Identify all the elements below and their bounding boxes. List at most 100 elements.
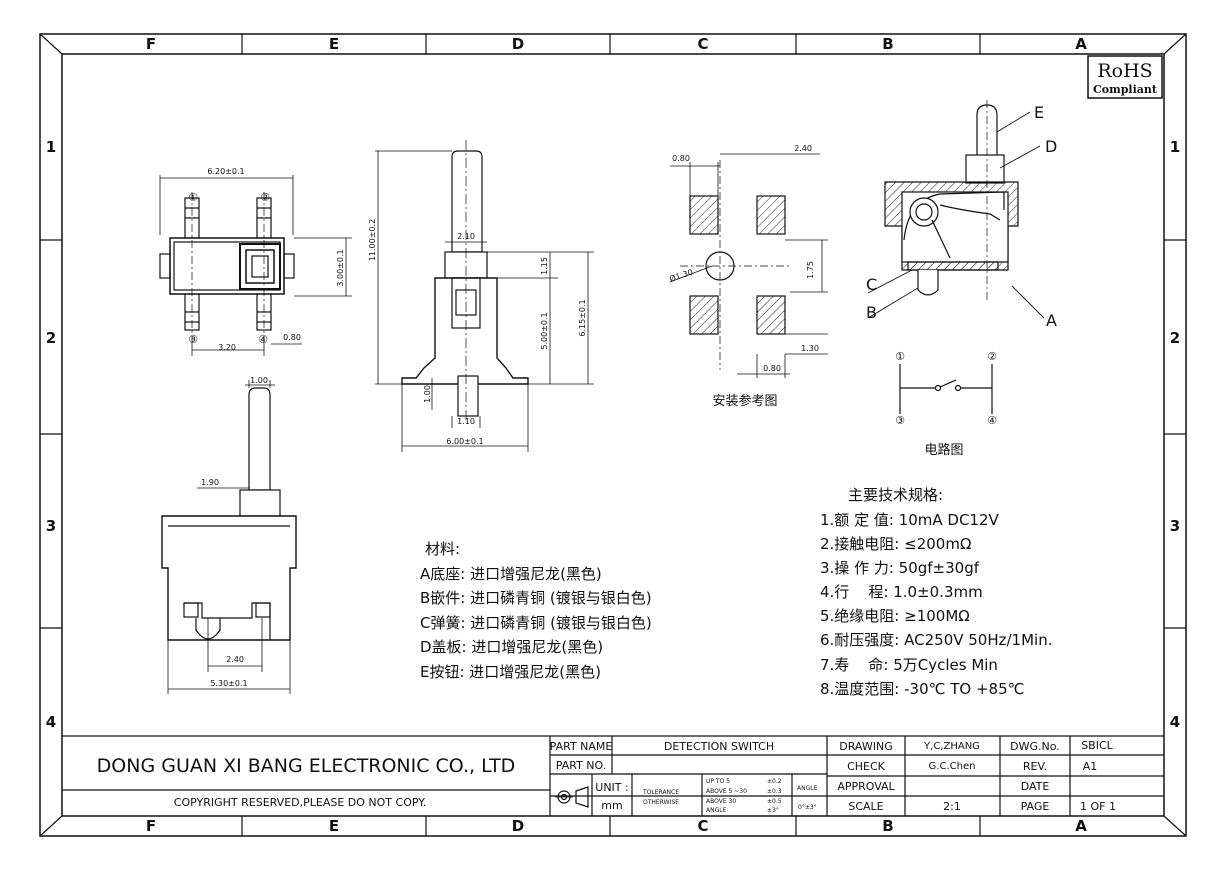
copyright-notice: COPYRIGHT RESERVED,PLEASE DO NOT COPY. <box>174 796 426 809</box>
zone-column-ticks <box>241 34 981 836</box>
tol-row-2: ABOVE 5 ~30 <box>706 788 747 795</box>
zone-col-bottom-e: E <box>329 817 339 835</box>
tolerance-label: TOLERANCE <box>642 789 679 796</box>
material-item-b: B嵌件: 进口磷青铜 (镀银与银白色) <box>420 589 652 607</box>
zone-col-top-a: A <box>1075 35 1087 53</box>
inner-frame <box>61 53 1165 817</box>
dim-top-pad: 0.80 <box>283 333 301 342</box>
dim-side-overall: 6.15±0.1 <box>578 299 587 336</box>
zone-row-right-1: 1 <box>1170 138 1180 156</box>
zone-row-right-3: 3 <box>1170 517 1180 535</box>
pad-dim-vspace: 1.75 <box>806 261 815 279</box>
dim-front-offset: 1.90 <box>201 478 219 487</box>
tol-val-1: ±0.2 <box>767 778 782 785</box>
zone-col-top-e: E <box>329 35 339 53</box>
spec-item-1: 1.额 定 值: 10mA DC12V <box>820 511 1000 529</box>
dim-front-inner: 2.40 <box>226 655 244 664</box>
tol-val-2: ±0.3 <box>767 788 782 795</box>
spec-item-7: 7.寿 命: 5万Cycles Min <box>820 656 998 674</box>
pin-label-2: ② <box>260 191 270 204</box>
zone-col-bottom-c: C <box>697 817 708 835</box>
material-item-a: A底座: 进口增强尼龙(黑色) <box>420 565 602 583</box>
exploded-section-drawing <box>867 100 1045 319</box>
front-view-drawing <box>161 380 297 694</box>
label-c: C <box>866 275 877 294</box>
zone-row-right-2: 2 <box>1170 329 1180 347</box>
side-view-drawing <box>375 140 594 452</box>
dwg-no-value: SBICL <box>1081 739 1113 752</box>
material-item-d: D盖板: 进口增强尼龙(黑色) <box>420 638 603 656</box>
dim-side-body-height: 5.00±0.1 <box>540 312 549 349</box>
date-label: DATE <box>1021 780 1050 793</box>
rohs-compliant-text: Compliant <box>1093 83 1158 96</box>
rohs-text: RoHS <box>1097 60 1152 82</box>
spec-item-3: 3.操 作 力: 50gf±30gf <box>820 559 980 577</box>
unit-value: mm <box>601 799 622 812</box>
dim-top-pitch: 3.20 <box>218 343 236 352</box>
zone-row-left-4: 4 <box>46 713 56 731</box>
circuit-caption: 电路图 <box>924 442 963 458</box>
zone-col-bottom-a: A <box>1075 817 1087 835</box>
tol-angle-val: ±3° <box>767 807 779 814</box>
part-name-label: PART NAME <box>550 740 613 753</box>
check-label: CHECK <box>847 760 886 773</box>
pad-dim-bottom: 0.80 <box>763 364 781 373</box>
spec-item-6: 6.耐压强度: AC250V 50Hz/1Min. <box>820 631 1053 649</box>
pad-dim-width: 0.80 <box>672 154 690 163</box>
zone-col-top-c: C <box>697 35 708 53</box>
zone-col-bottom-b: B <box>882 817 893 835</box>
circuit-pin-4: ④ <box>987 414 997 427</box>
angle-label: ANGLE <box>797 785 818 792</box>
part-no-label: PART NO. <box>556 759 606 772</box>
spec-item-8: 8.温度范围: -30℃ TO +85℃ <box>820 680 1025 698</box>
circuit-pin-1: ① <box>895 350 905 363</box>
part-name-value: DETECTION SWITCH <box>664 740 774 753</box>
label-b: B <box>866 303 877 322</box>
label-d: D <box>1045 137 1057 156</box>
dim-side-base-width: 6.00±0.1 <box>446 437 483 446</box>
dim-side-total-height: 11.00±0.2 <box>368 219 377 261</box>
dim-top-width: 6.20±0.1 <box>207 167 244 176</box>
tol-val-3: ±0.5 <box>767 798 782 805</box>
zone-col-top-f: F <box>146 35 156 53</box>
spec-item-2: 2.接触电阻: ≤200mΩ <box>820 535 971 553</box>
pad-layout-drawing <box>669 153 828 378</box>
materials-title: 材料: <box>425 540 460 558</box>
unit-label: UNIT : <box>595 781 628 794</box>
company-name: DONG GUAN XI BANG ELECTRONIC CO., LTD <box>97 755 516 777</box>
pad-dim-height: 1.30 <box>801 344 819 353</box>
circuit-pin-3: ③ <box>895 414 905 427</box>
page-value: 1 OF 1 <box>1080 800 1116 813</box>
rev-value: A1 <box>1083 760 1098 773</box>
spec-item-4: 4.行 程: 1.0±0.3mm <box>820 583 983 601</box>
zone-col-top-d: D <box>512 35 524 53</box>
pad-dim-hole: Ø1.30 <box>668 267 694 284</box>
zone-col-top-b: B <box>882 35 893 53</box>
rev-label: REV. <box>1023 760 1047 773</box>
pad-dim-spacing: 2.40 <box>794 144 812 153</box>
dim-top-height: 3.00±0.1 <box>336 249 345 286</box>
pad-layout-caption: 安装参考图 <box>712 393 777 409</box>
tol-row-1: UP TO 5 <box>706 778 730 785</box>
dim-front-width: 5.30±0.1 <box>210 679 247 688</box>
zone-col-bottom-d: D <box>512 817 524 835</box>
dim-side-base-stem: 1.10 <box>457 417 475 426</box>
title-block <box>62 735 1164 816</box>
zone-row-ticks <box>40 239 1186 629</box>
dim-side-foot: 1.00 <box>423 385 432 403</box>
specs-list: 主要技术规格: 1.额 定 值: 10mA DC12V 2.接触电阻: ≤200… <box>820 486 1053 698</box>
dim-side-stem-width: 2.10 <box>457 232 475 241</box>
drawing-by: Y,C,ZHANG <box>923 741 980 752</box>
check-by: G.C.Chen <box>929 761 976 772</box>
zone-row-left-3: 3 <box>46 517 56 535</box>
rohs-badge: RoHS Compliant <box>1087 55 1163 99</box>
material-item-c: C弹簧: 进口磷青铜 (镀银与银白色) <box>420 614 652 632</box>
dim-front-top: 1.00 <box>250 376 268 385</box>
scale-value: 2:1 <box>943 800 961 813</box>
zone-row-left-1: 1 <box>46 138 56 156</box>
pin-label-3: ③ <box>188 333 198 346</box>
page-label: PAGE <box>1021 800 1050 813</box>
top-view-drawing <box>159 175 352 356</box>
specs-title: 主要技术规格: <box>848 486 943 504</box>
